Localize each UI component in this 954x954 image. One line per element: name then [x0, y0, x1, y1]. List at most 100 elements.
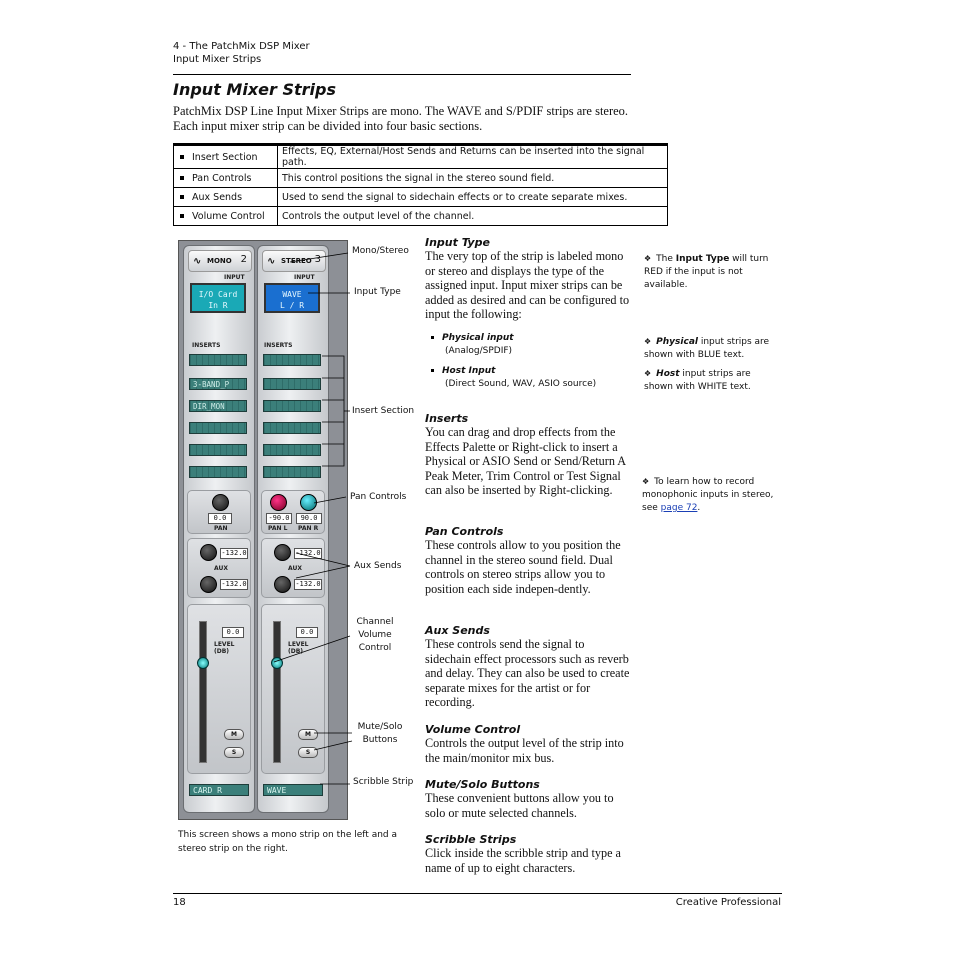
mute-button[interactable]: M	[298, 729, 318, 740]
aux-value[interactable]: -132.0	[294, 548, 322, 559]
pan-panel: -90.0 90.0 PAN L PAN R	[261, 490, 325, 534]
level-value[interactable]: 0.0	[296, 627, 318, 638]
intro-paragraph: PatchMix DSP Line Input Mixer Strips are…	[173, 104, 629, 133]
diamond-icon: ❖	[644, 337, 652, 346]
callout-insert-section: Insert Section	[352, 406, 415, 416]
aux-knob[interactable]	[200, 576, 217, 593]
running-header: 4 - The PatchMix DSP Mixer Input Mixer S…	[173, 40, 310, 66]
section-heading: Pan Controls	[425, 525, 504, 538]
sidenote-physical: ❖Physical input strips are shown with BL…	[644, 337, 770, 360]
solo-button[interactable]: S	[298, 747, 318, 758]
callout-mono-stereo: Mono/Stereo	[352, 246, 409, 256]
pan-label: PAN	[214, 525, 228, 532]
insert-slot[interactable]	[263, 422, 321, 434]
header-rule	[173, 74, 631, 75]
chapter-title: 4 - The PatchMix DSP Mixer	[173, 41, 310, 52]
section-body: You can drag and drop effects from the E…	[425, 425, 626, 498]
insert-slot[interactable]: 3-BAND_P	[189, 378, 247, 390]
section-name: Aux Sends	[192, 191, 243, 203]
insert-slot[interactable]	[263, 400, 321, 412]
waveform-icon: ∿	[193, 256, 202, 267]
aux-value[interactable]: -132.0	[294, 579, 322, 590]
figure-caption: This screen shows a mono strip on the le…	[178, 830, 398, 854]
aux-knob[interactable]	[274, 576, 291, 593]
pan-right-value[interactable]: 90.0	[296, 513, 322, 524]
aux-knob[interactable]	[274, 544, 291, 561]
section-input-type: Input Type The very top of the strip is …	[425, 236, 630, 391]
insert-slot[interactable]	[263, 444, 321, 456]
section-heading: Scribble Strips	[425, 833, 517, 846]
aux-value[interactable]: -132.0	[220, 548, 248, 559]
fader-track	[199, 621, 207, 763]
scribble-strip[interactable]: CARD R	[189, 784, 249, 796]
section-heading: Mute/Solo Buttons	[425, 778, 540, 791]
input-label: INPUT	[224, 274, 245, 281]
strip-header[interactable]: ∿ MONO 2	[188, 250, 252, 272]
insert-slot[interactable]: DIR_MON	[189, 400, 247, 412]
solo-button[interactable]: S	[224, 747, 244, 758]
section-heading: Input Type	[425, 236, 490, 249]
insert-slot[interactable]	[263, 378, 321, 390]
section-body: These controls send the signal to sidech…	[425, 637, 630, 710]
insert-slot[interactable]	[263, 354, 321, 366]
mute-button[interactable]: M	[224, 729, 244, 740]
strip-type-label: MONO	[207, 257, 232, 265]
pan-right-label: PAN R	[298, 525, 319, 532]
diamond-icon: ❖	[642, 477, 650, 486]
section-heading: Inserts	[425, 412, 469, 425]
insert-slot[interactable]	[189, 422, 247, 434]
aux-knob[interactable]	[200, 544, 217, 561]
pan-left-value[interactable]: -90.0	[266, 513, 292, 524]
scribble-strip[interactable]: WAVE	[263, 784, 323, 796]
input-type-list: Physical input (Analog/SPDIF) Host Input…	[425, 332, 630, 391]
pan-left-knob[interactable]	[270, 494, 287, 511]
section-aux: Aux Sends These controls send the signal…	[425, 624, 630, 710]
insert-slot[interactable]	[189, 466, 247, 478]
pan-knob[interactable]	[212, 494, 229, 511]
input-label: INPUT	[294, 274, 315, 281]
callout-aux-sends: Aux Sends	[354, 561, 402, 571]
pan-value[interactable]: 0.0	[208, 513, 232, 524]
level-value[interactable]: 0.0	[222, 627, 244, 638]
section-body: Controls the output level of the strip i…	[425, 736, 624, 765]
insert-slot[interactable]	[189, 354, 247, 366]
aux-label: AUX	[214, 565, 228, 572]
callout-pan-controls: Pan Controls	[350, 492, 407, 502]
section-scribble: Scribble Strips Click inside the scribbl…	[425, 833, 630, 875]
strip-number: 2	[240, 254, 247, 265]
section-body: These controls allow to you position the…	[425, 538, 621, 596]
aux-value[interactable]: -132.0	[220, 579, 248, 590]
section-desc: Effects, EQ, External/Host Sends and Ret…	[277, 144, 668, 169]
callout-input-type: Input Type	[354, 287, 401, 297]
list-item-sub: (Analog/SPDIF)	[445, 345, 513, 356]
section-body: Click inside the scribble strip and type…	[425, 846, 621, 875]
section-heading: Volume Control	[425, 723, 521, 736]
page-link[interactable]: page 72	[660, 503, 698, 513]
section-volume: Volume Control Controls the output level…	[425, 723, 630, 765]
section-name: Volume Control	[192, 210, 265, 222]
fader-handle[interactable]	[197, 657, 209, 669]
footer-brand: Creative Professional	[675, 897, 781, 908]
section-body: These convenient buttons allow you to so…	[425, 791, 614, 820]
insert-slot[interactable]	[189, 444, 247, 456]
page-title: Input Mixer Strips	[173, 80, 336, 99]
level-label: LEVEL (DB)	[214, 641, 235, 655]
volume-panel: 0.0 LEVEL (DB) M S	[261, 604, 325, 774]
section-inserts: Inserts You can drag and drop effects fr…	[425, 412, 630, 498]
section-desc: Controls the output level of the channel…	[277, 206, 668, 226]
section-mute-solo: Mute/Solo Buttons These convenient butto…	[425, 778, 630, 820]
sidenote-mono-stereo: ❖To learn how to record monophonic input…	[642, 477, 774, 513]
insert-slot[interactable]	[263, 466, 321, 478]
